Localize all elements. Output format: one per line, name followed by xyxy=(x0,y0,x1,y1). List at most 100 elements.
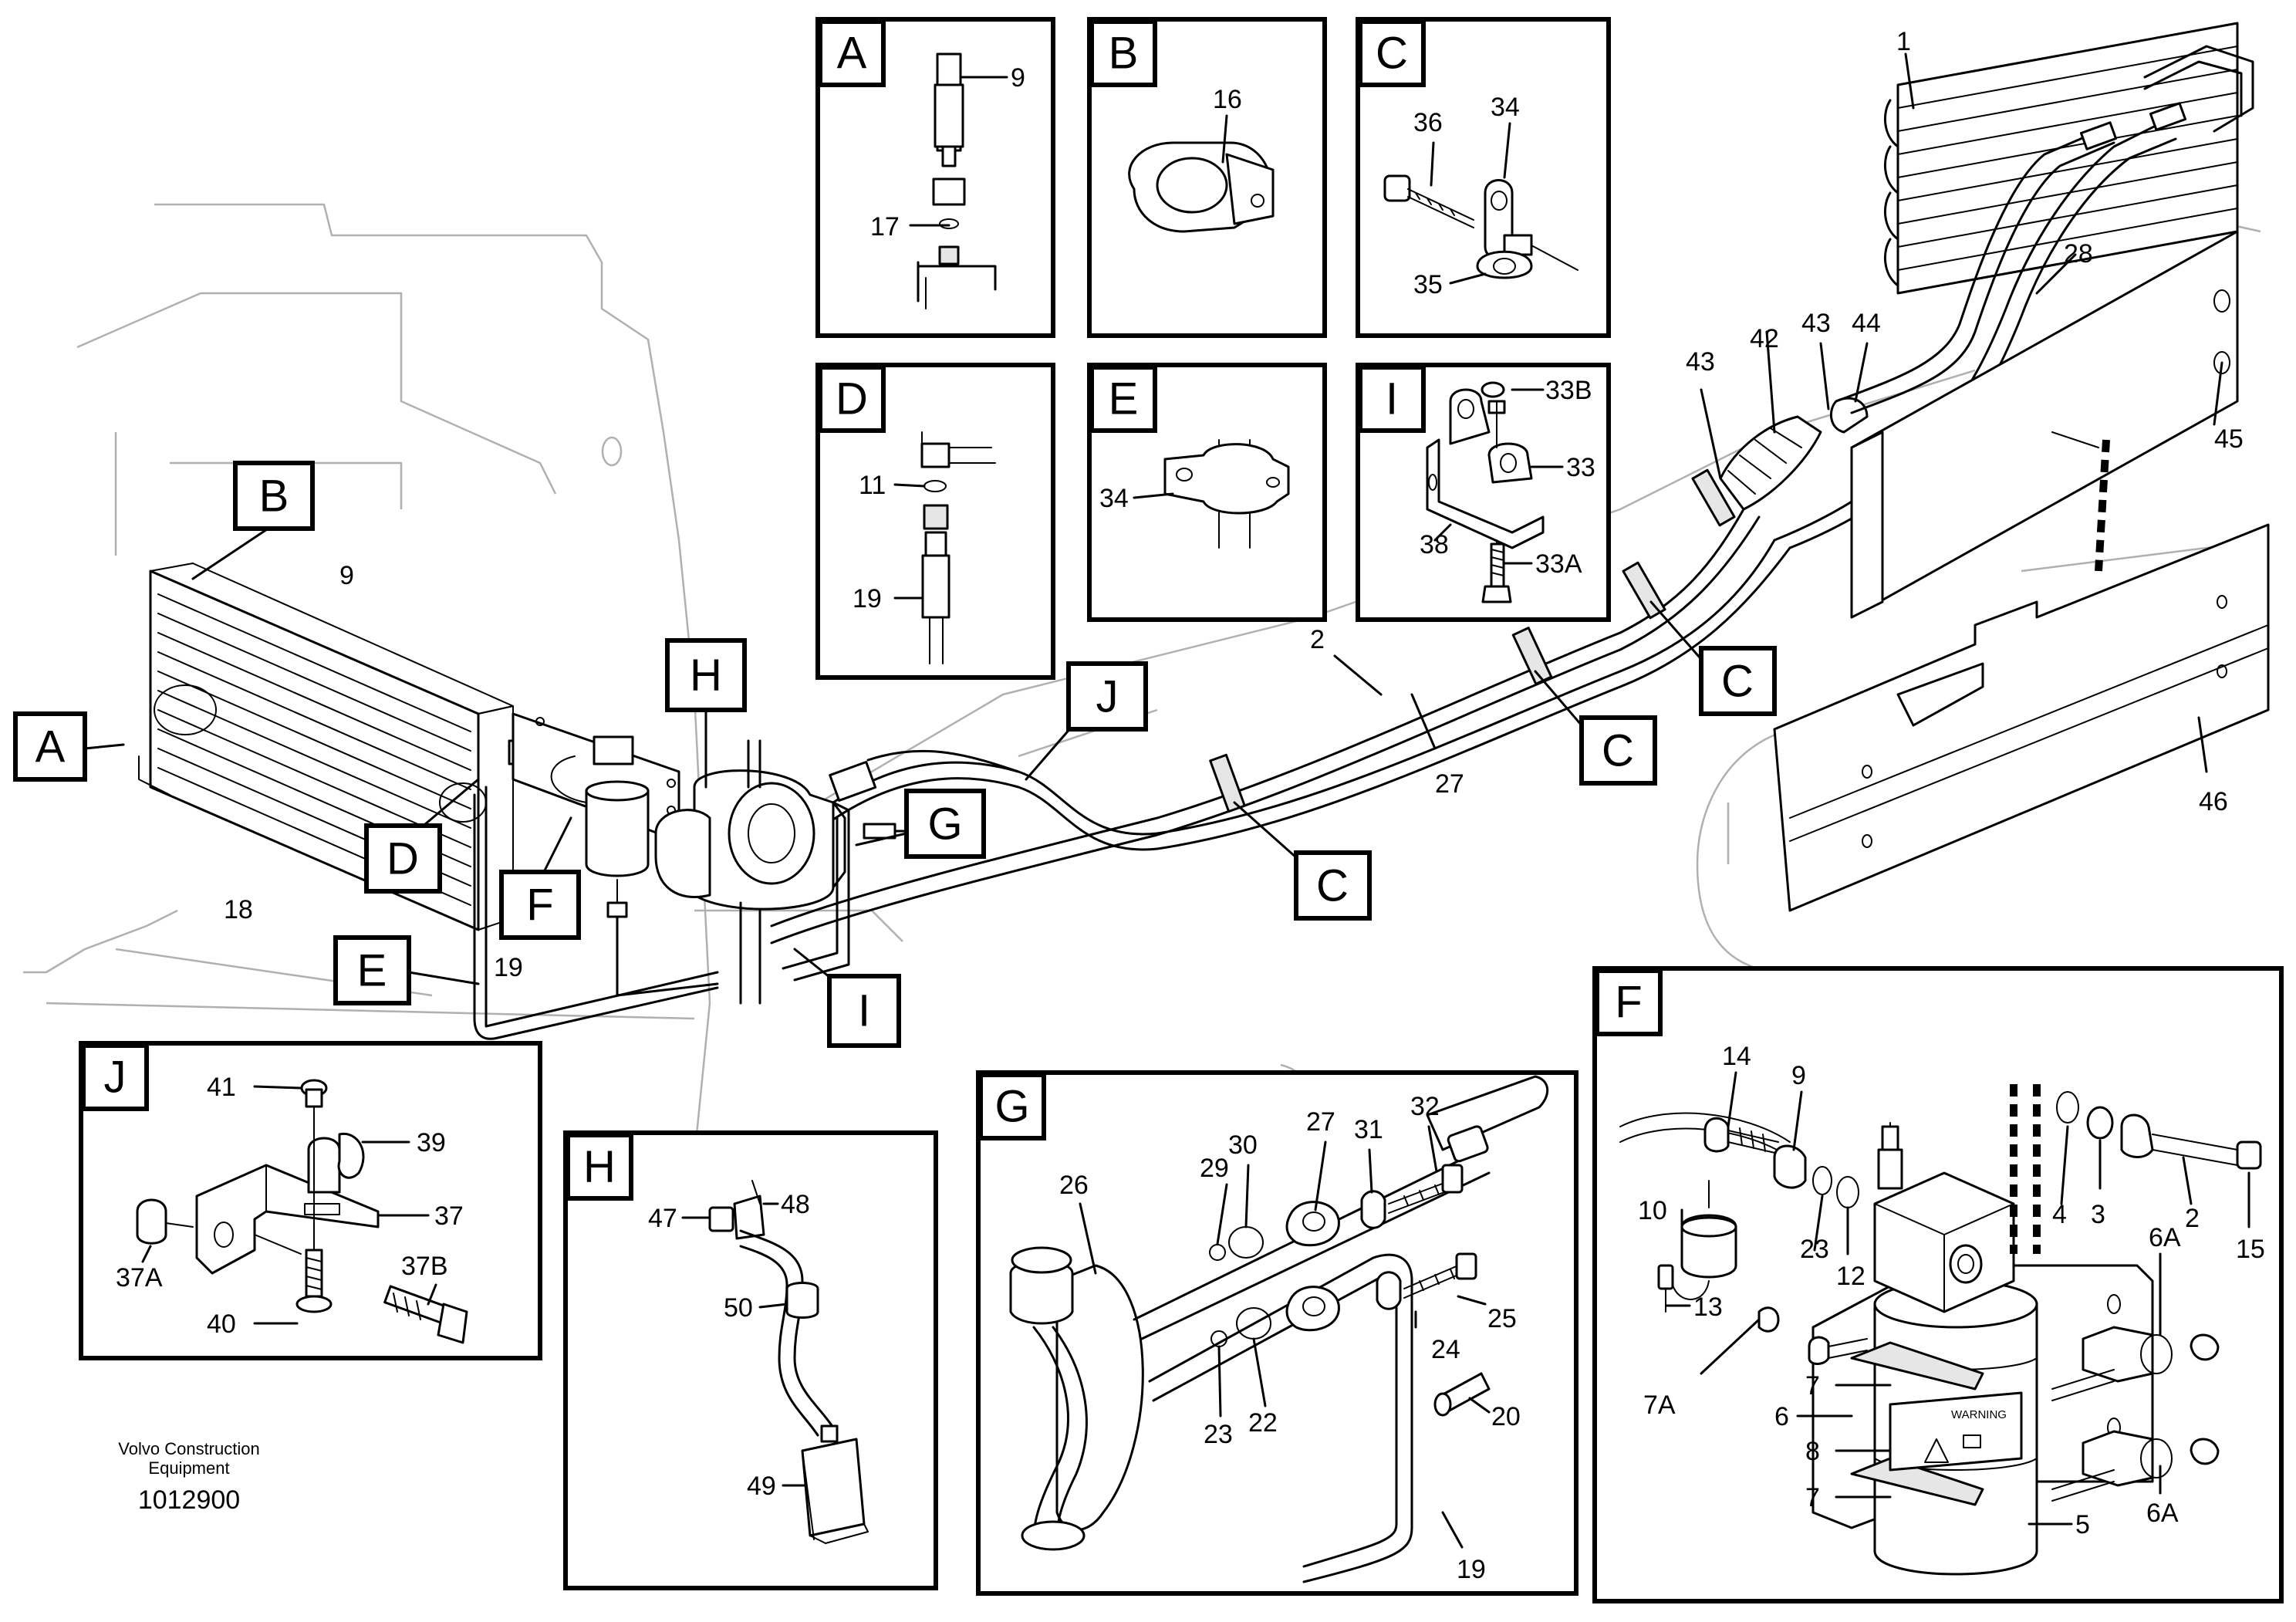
svg-text:WARNING: WARNING xyxy=(1951,1408,2007,1421)
svg-text:H: H xyxy=(690,650,722,701)
part-number: 41 xyxy=(207,1073,236,1102)
svg-text:G: G xyxy=(927,799,962,850)
part-number: 37A xyxy=(116,1263,163,1293)
company-name-line-2: Equipment xyxy=(148,1458,229,1478)
part-number: 2 xyxy=(1310,625,1325,654)
svg-text:F: F xyxy=(526,880,553,931)
part-number: 27 xyxy=(1435,769,1464,799)
part-number: 19 xyxy=(853,584,882,613)
part-number: 27 xyxy=(1306,1107,1335,1137)
detail-box-g: G xyxy=(976,1070,1578,1596)
part-number: 14 xyxy=(1722,1042,1751,1071)
part-number: 7 xyxy=(1805,1483,1820,1512)
part-number: 44 xyxy=(1852,309,1881,338)
company-name: Volvo Construction xyxy=(118,1439,259,1458)
part-number: 8 xyxy=(1805,1437,1820,1466)
part-number: 26 xyxy=(1059,1171,1089,1200)
part-number: 6 xyxy=(1774,1402,1789,1431)
part-number: 28 xyxy=(2064,239,2093,269)
part-number: 20 xyxy=(1491,1402,1521,1431)
part-number: 33B xyxy=(1545,376,1592,405)
svg-text:D: D xyxy=(836,374,868,424)
svg-text:G: G xyxy=(994,1082,1029,1132)
svg-text:E: E xyxy=(357,946,387,996)
part-number: 39 xyxy=(417,1128,446,1157)
svg-text:J: J xyxy=(104,1053,127,1103)
callout-tag-f[interactable]: F xyxy=(499,870,581,940)
part-number: 43 xyxy=(1686,347,1715,377)
detail-box-b: B 16 xyxy=(1087,17,1327,338)
detail-box-h: H 47 48 50 49 xyxy=(563,1130,938,1590)
compressor xyxy=(654,739,912,1005)
svg-text:I: I xyxy=(858,986,870,1036)
callout-tag-c-1[interactable]: C xyxy=(1294,850,1372,921)
part-number: 34 xyxy=(1491,93,1520,122)
refrigerant-lines xyxy=(473,508,1791,1040)
part-number: 47 xyxy=(648,1204,677,1233)
detail-box-j: J 41 39 37 37A 37B 40 xyxy=(79,1041,542,1360)
cover-panel-45 xyxy=(1850,230,2239,619)
part-number: 7A xyxy=(1643,1391,1676,1420)
part-number: 4 xyxy=(2052,1200,2067,1229)
part-number: 30 xyxy=(1228,1130,1258,1160)
part-number: 12 xyxy=(1836,1262,1866,1291)
callout-tag-a[interactable]: A xyxy=(13,711,87,782)
part-number: 46 xyxy=(2199,787,2228,816)
part-number: 49 xyxy=(747,1472,776,1501)
callout-tag-b[interactable]: B xyxy=(233,461,315,531)
main-part-numbers: 1 28 43 42 43 44 45 46 2 27 9 18 19 xyxy=(224,27,2244,982)
svg-text:F: F xyxy=(1615,978,1642,1028)
detail-box-e: E 34 xyxy=(1087,363,1327,622)
cover-panel-46 xyxy=(1773,431,2270,912)
part-number: 37 xyxy=(434,1201,464,1231)
part-number: 37B xyxy=(401,1252,448,1281)
part-number: 36 xyxy=(1413,108,1443,137)
svg-text:C: C xyxy=(1316,861,1349,911)
footer: Volvo Construction Equipment 1012900 xyxy=(118,1439,259,1515)
callout-tag-c-2[interactable]: C xyxy=(1579,715,1657,786)
svg-text:A: A xyxy=(837,29,867,79)
drawing-number: 1012900 xyxy=(138,1485,240,1515)
part-number: 19 xyxy=(494,953,523,982)
part-number: 34 xyxy=(1099,484,1129,513)
part-number: 13 xyxy=(1693,1293,1723,1322)
part-number: 2 xyxy=(2185,1204,2200,1233)
callout-tag-c-3[interactable]: C xyxy=(1699,646,1777,716)
part-number: 5 xyxy=(2075,1510,2090,1539)
part-number: 38 xyxy=(1420,530,1449,559)
part-number: 33 xyxy=(1566,453,1595,482)
part-number: 42 xyxy=(1750,324,1779,353)
part-number: 35 xyxy=(1413,270,1443,299)
callout-tag-g[interactable]: G xyxy=(904,789,986,859)
part-number: 9 xyxy=(339,561,354,590)
part-number: 40 xyxy=(207,1309,236,1339)
condenser xyxy=(138,563,541,931)
callout-tag-e[interactable]: E xyxy=(333,935,411,1005)
receiver-drier-main xyxy=(512,712,719,997)
part-number: 32 xyxy=(1410,1092,1440,1121)
callout-tag-j[interactable]: J xyxy=(1066,661,1148,732)
part-number: 9 xyxy=(1011,63,1025,93)
part-number: 22 xyxy=(1248,1408,1278,1438)
part-number: 29 xyxy=(1200,1154,1229,1183)
hose-boot xyxy=(1719,397,1869,511)
svg-text:H: H xyxy=(583,1142,616,1192)
part-number: 25 xyxy=(1487,1304,1517,1333)
svg-text:E: E xyxy=(1109,374,1139,424)
svg-text:B: B xyxy=(259,471,289,522)
callout-tag-h[interactable]: H xyxy=(665,638,747,712)
svg-text:C: C xyxy=(1721,657,1754,707)
svg-text:D: D xyxy=(387,834,419,884)
callout-tag-d[interactable]: D xyxy=(364,823,442,894)
svg-text:J: J xyxy=(1096,672,1119,722)
part-number: 23 xyxy=(1204,1420,1233,1449)
svg-text:B: B xyxy=(1109,29,1139,79)
part-number: 6A xyxy=(2149,1223,2181,1252)
svg-text:C: C xyxy=(1602,726,1634,776)
part-number: 19 xyxy=(1457,1555,1486,1584)
part-number: 6A xyxy=(2146,1499,2179,1528)
part-number: 31 xyxy=(1354,1115,1383,1144)
callout-tag-i[interactable]: I xyxy=(827,974,901,1048)
